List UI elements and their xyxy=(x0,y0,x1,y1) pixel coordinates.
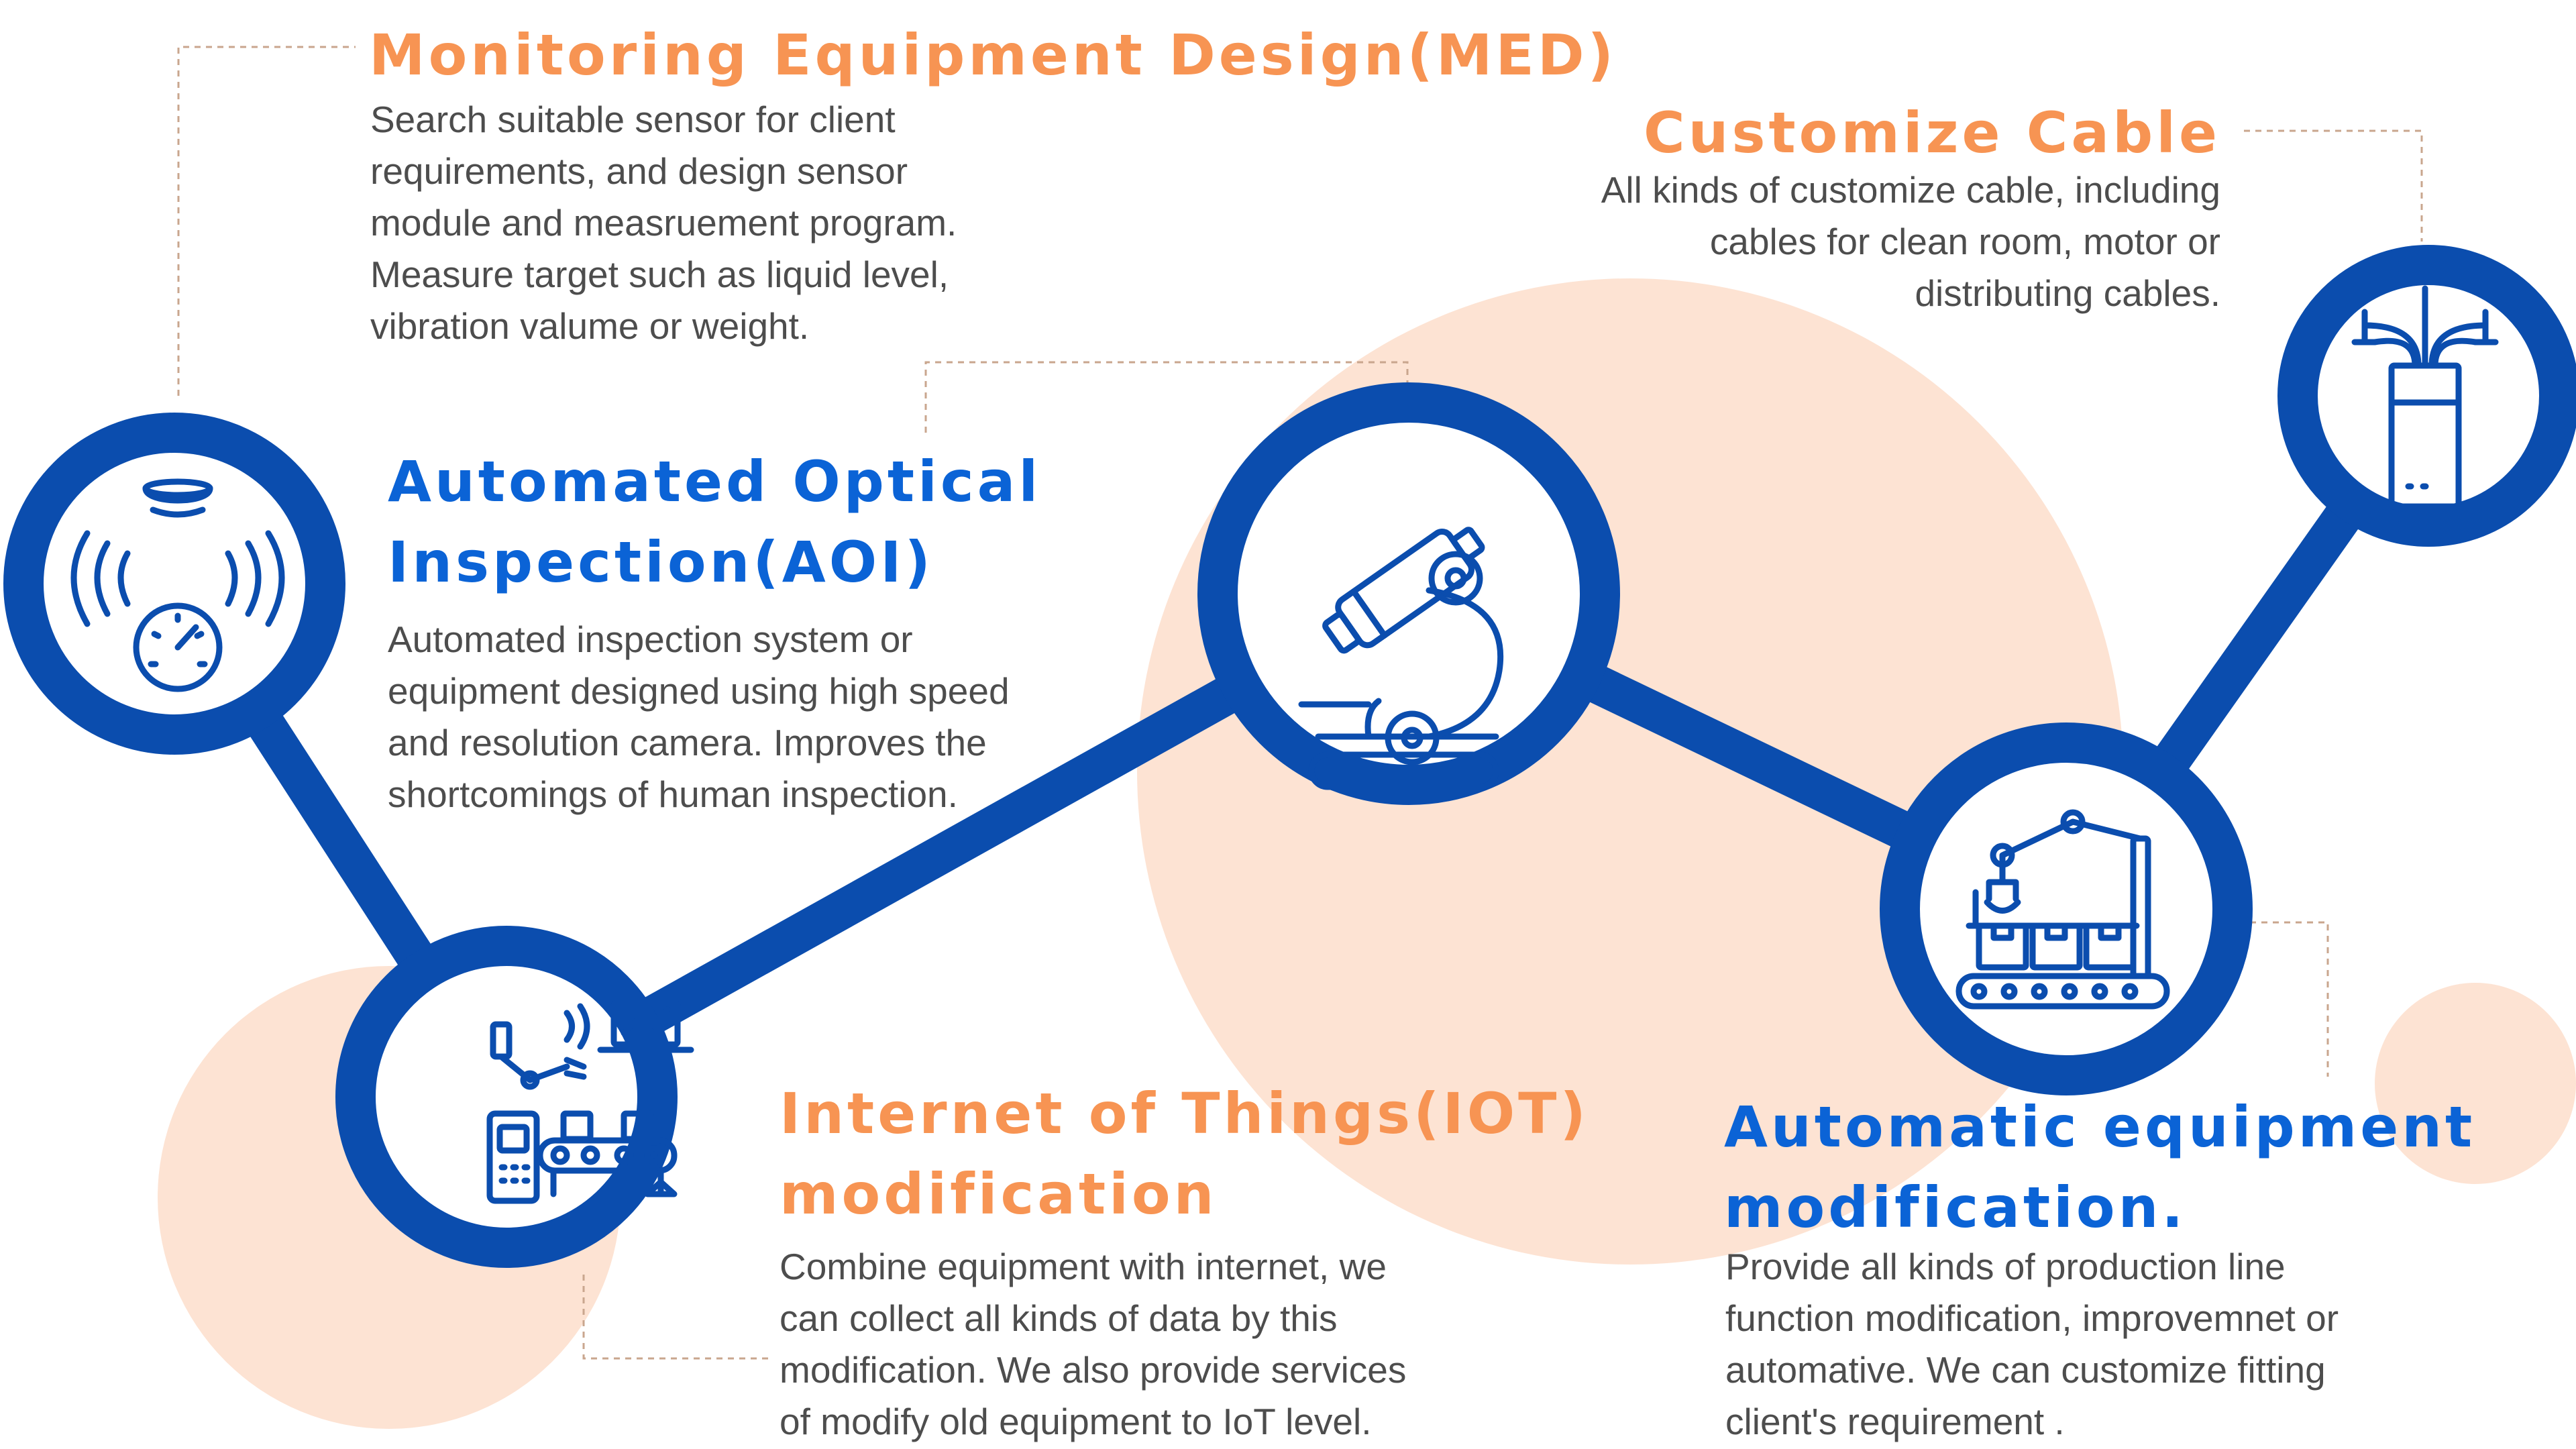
iot-line: modification. We also provide services xyxy=(780,1349,1407,1391)
sensor-gauge-icon xyxy=(70,478,285,692)
auto-line: automative. We can customize fitting xyxy=(1725,1349,2326,1391)
auto-line: client's requirement . xyxy=(1725,1401,2065,1442)
cable-title: Customize Cable xyxy=(1644,100,2220,166)
leader-line-med xyxy=(177,46,356,396)
iot-factory-icon xyxy=(486,1000,694,1204)
med-line: Search suitable sensor for client xyxy=(370,99,896,140)
auto-description: Provide all kinds of production line fun… xyxy=(1725,1241,2463,1448)
auto-line: function modification, improvemnet or xyxy=(1725,1297,2339,1339)
aoi-line: shortcomings of human inspection. xyxy=(388,773,958,815)
leader-line-cable xyxy=(2244,129,2423,241)
cable-line: distributing cables. xyxy=(1915,272,2220,314)
iot-line: of modify old equipment to IoT level. xyxy=(780,1401,1372,1442)
med-line: module and measruement program. xyxy=(370,202,957,244)
auto-title-line: modification. xyxy=(1724,1175,2187,1240)
iot-title-line: Internet of Things(IOT) xyxy=(780,1081,1589,1146)
med-description: Search suitable sensor for client requir… xyxy=(370,94,1028,352)
auto-line: Provide all kinds of production line xyxy=(1725,1246,2286,1287)
cable-line: cables for clean room, motor or xyxy=(1709,221,2220,262)
aoi-line: equipment designed using high speed xyxy=(388,670,1010,712)
med-line: requirements, and design sensor xyxy=(370,150,908,192)
node-auto xyxy=(1880,722,2253,1095)
aoi-description: Automated inspection system or equipment… xyxy=(388,614,1092,820)
cable-description: All kinds of customize cable, including … xyxy=(1483,164,2220,319)
cable-icon xyxy=(2351,285,2499,510)
aoi-title-line: Inspection(AOI) xyxy=(388,529,934,595)
auto-title-line: Automatic equipment xyxy=(1724,1094,2476,1160)
node-med xyxy=(3,413,345,755)
iot-title-line: modification xyxy=(780,1161,1218,1227)
iot-line: Combine equipment with internet, we xyxy=(780,1246,1387,1287)
aoi-title-line: Automated Optical xyxy=(388,449,1042,515)
cable-line: All kinds of customize cable, including xyxy=(1601,169,2220,211)
aoi-line: and resolution camera. Improves the xyxy=(388,722,987,763)
robot-arm-conveyor-icon xyxy=(1955,809,2170,1010)
med-line: Measure target such as liquid level, xyxy=(370,254,949,295)
med-title: Monitoring Equipment Design(MED) xyxy=(369,22,1617,88)
iot-title: Internet of Things(IOT) modification xyxy=(780,1073,1589,1234)
microscope-icon xyxy=(1298,527,1504,790)
aoi-line: Automated inspection system or xyxy=(388,619,913,660)
auto-title: Automatic equipment modification. xyxy=(1724,1087,2475,1248)
med-line: vibration valume or weight. xyxy=(370,305,810,347)
iot-description: Combine equipment with internet, we can … xyxy=(780,1241,1504,1448)
iot-line: can collect all kinds of data by this xyxy=(780,1297,1338,1339)
leader-line-iot xyxy=(582,1275,771,1360)
aoi-title: Automated Optical Inspection(AOI) xyxy=(388,441,1041,602)
peach-circle-small xyxy=(2375,983,2576,1184)
